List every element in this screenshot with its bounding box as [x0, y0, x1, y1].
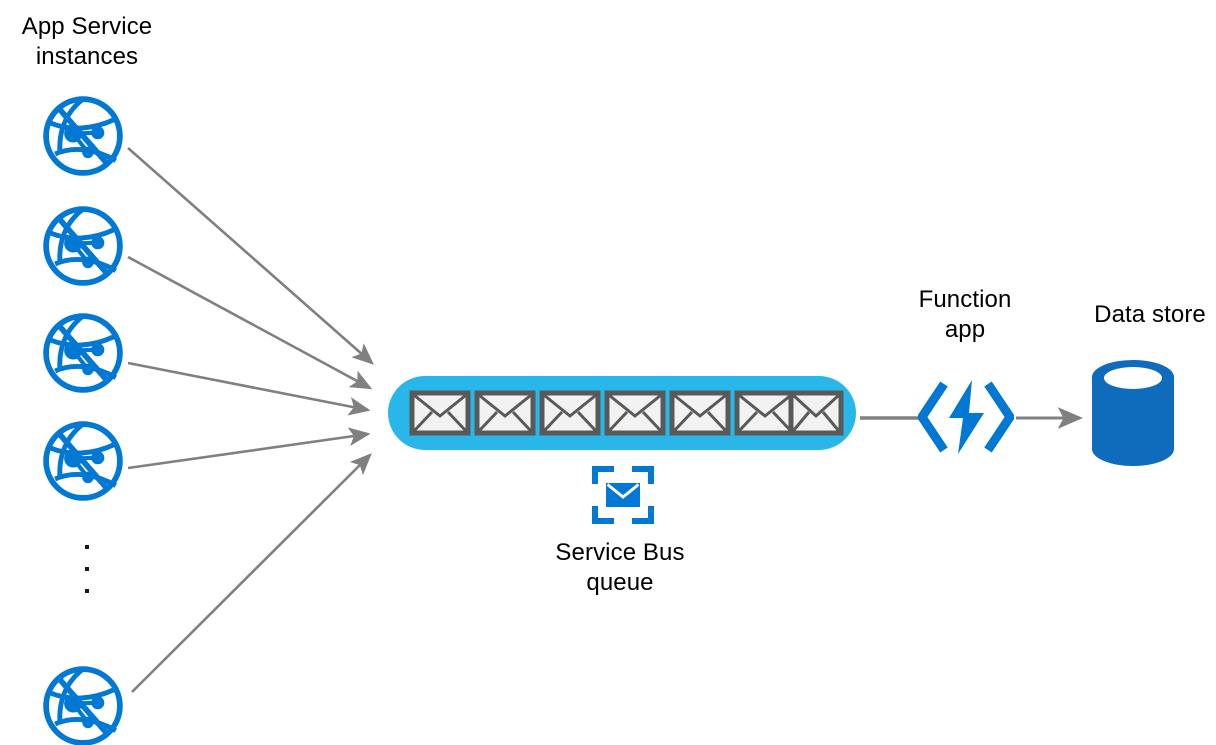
message-envelope — [474, 390, 536, 436]
data-store-label: Data store — [1094, 301, 1206, 328]
ellipsis-dot — [85, 567, 89, 571]
service-bus-icon — [592, 466, 654, 524]
function-app-label: Function app — [918, 286, 1012, 343]
queue-messages — [409, 390, 844, 436]
message-envelope — [669, 390, 731, 436]
app-service-instance-1 — [43, 96, 123, 176]
service-bus-queue — [388, 376, 856, 450]
ellipsis-dot — [85, 545, 89, 549]
app-service-instance-2 — [43, 206, 123, 286]
arrow-instance-3-to-queue — [127, 361, 371, 416]
message-envelope — [604, 390, 666, 436]
arrow-instance-1-to-queue — [127, 147, 374, 365]
app-service-instance-4 — [43, 421, 123, 501]
message-envelope — [539, 390, 601, 436]
service-bus-queue-label: Service Bus queue — [555, 539, 685, 596]
arrow-instance-4-to-queue — [127, 427, 371, 470]
message-envelope — [734, 390, 796, 436]
arrows-instances-to-queue — [127, 147, 374, 693]
app-service-instance-n — [43, 666, 123, 745]
page-title: App Service instances — [21, 13, 153, 70]
function-app-icon — [918, 380, 1014, 454]
ellipsis-dot — [85, 589, 89, 593]
data-store-icon — [1092, 360, 1174, 466]
more-instances-ellipsis — [82, 545, 92, 611]
message-envelope — [788, 390, 844, 436]
message-envelope — [409, 390, 471, 436]
arrow-instance-2-to-queue — [127, 255, 373, 390]
app-service-instance-3 — [43, 313, 123, 393]
arrow-instance-n-to-queue — [131, 453, 372, 693]
